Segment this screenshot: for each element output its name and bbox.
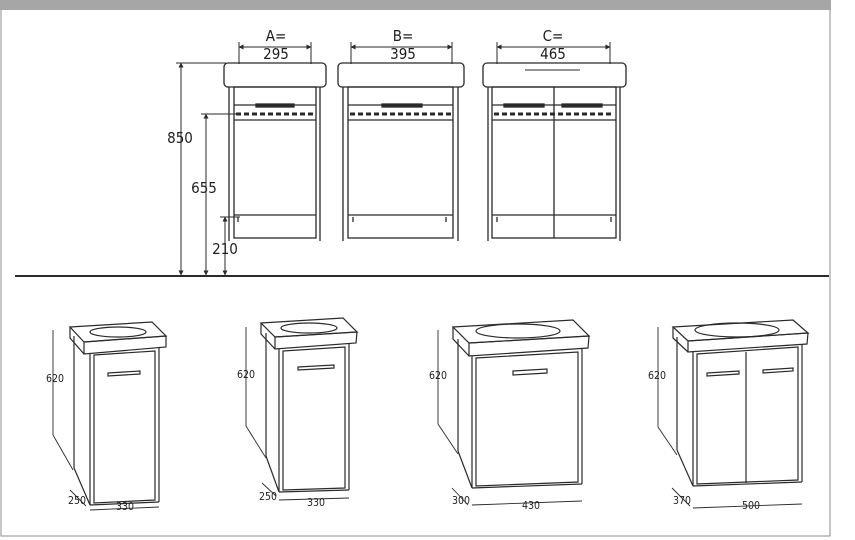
top-header-bar [0, 0, 831, 10]
width-c-letter: C= [543, 27, 564, 45]
perspective-cabinet-4 [671, 319, 810, 487]
height-dimensions [176, 62, 240, 276]
width-c-value: 465 [540, 45, 566, 63]
perspective-1-height: 620 [46, 373, 64, 385]
perspective-3-height: 620 [429, 370, 447, 382]
front-cabinet-c [482, 62, 627, 241]
perspective-cabinet-1 [68, 321, 168, 506]
perspective-2-width: 330 [307, 497, 325, 509]
height-base-label: 210 [212, 240, 238, 258]
width-a-letter: A= [266, 27, 287, 45]
perspective-cabinet-3 [451, 319, 591, 489]
perspective-4-height: 620 [648, 370, 666, 382]
perspective-cabinet-2 [259, 317, 359, 493]
perspective-3-dimensions [437, 330, 583, 506]
front-cabinet-a [223, 62, 327, 241]
height-mid-label: 655 [191, 179, 217, 197]
perspective-1-depth: 250 [68, 495, 86, 507]
perspective-1-width: 330 [116, 501, 134, 513]
width-b-letter: B= [393, 27, 414, 45]
perspective-1-dimensions [52, 330, 160, 511]
perspective-4-width: 500 [742, 500, 760, 512]
perspective-2-dimensions [245, 327, 350, 501]
perspective-4-depth: 370 [673, 495, 691, 507]
width-b-value: 395 [390, 45, 416, 63]
perspective-4-dimensions [657, 327, 803, 509]
front-cabinet-b [337, 62, 465, 241]
perspective-2-height: 620 [237, 369, 255, 381]
perspective-3-width: 430 [522, 500, 540, 512]
sheet-border [0, 0, 831, 537]
perspective-3-depth: 300 [452, 495, 470, 507]
height-total-label: 850 [167, 129, 193, 147]
perspective-2-depth: 250 [259, 491, 277, 503]
width-a-value: 295 [263, 45, 289, 63]
width-dimensions [238, 42, 611, 64]
